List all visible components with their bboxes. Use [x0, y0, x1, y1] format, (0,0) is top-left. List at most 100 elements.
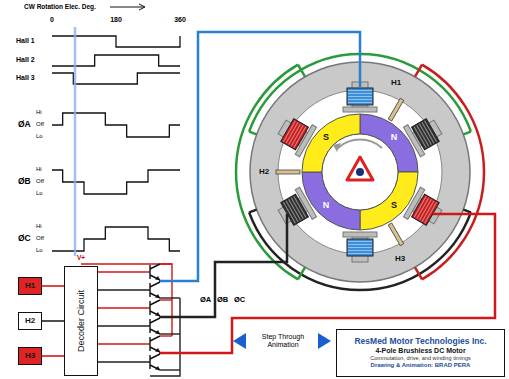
hall-sensor-label: H3 [395, 255, 405, 264]
coil-winding [348, 93, 372, 94]
degree-tick: 360 [174, 16, 186, 24]
axis-title: CW Rotation Elec. Deg. [24, 3, 96, 10]
hall-sensor [388, 98, 403, 121]
coil-winding [422, 122, 434, 143]
coil-winding [283, 121, 295, 142]
ground-tap [160, 333, 180, 334]
step-control-label: Step Through Animation [252, 333, 314, 348]
transistor-symbol [149, 283, 150, 297]
coil-winding [291, 125, 303, 146]
node-text: Drawing & Animation: BRAD PERA [371, 362, 471, 369]
coil-winding [417, 198, 429, 219]
supply-label: V+ [77, 254, 85, 261]
node-text: Commutation, drive, and winding timings [370, 355, 471, 361]
signal-name: Hall 3 [16, 74, 35, 82]
transistor-symbol [150, 282, 160, 298]
timing-waveform [52, 170, 180, 194]
stator-bore [278, 90, 442, 254]
credit-box: ResMed Motor Technologies Inc.4-Pole Bru… [336, 329, 505, 377]
coil-winding [414, 127, 426, 148]
phase-name: ØA [18, 120, 31, 129]
level-name: Hi [36, 223, 42, 230]
signal-wire [42, 285, 64, 287]
phase-coil [412, 119, 440, 150]
ground-rail [150, 298, 180, 376]
phase-wire-label: ØC [234, 296, 245, 304]
level-name: Lo [36, 190, 43, 197]
hall-sensor [276, 170, 300, 174]
winding-stub [298, 65, 305, 77]
transistor-arrow [155, 348, 160, 352]
winding-stub [298, 267, 305, 279]
level-name: Off [36, 178, 44, 185]
coil-winding [348, 247, 372, 248]
coil-winding [348, 90, 372, 91]
coil-winding [422, 201, 434, 222]
winding-stub [463, 210, 471, 213]
timing-waveform [52, 113, 180, 137]
hall-sensor-body [388, 98, 403, 121]
level-name: Hi [36, 166, 42, 173]
coil-winding [294, 196, 306, 217]
position-cursor [74, 27, 77, 256]
signal-wire [42, 355, 64, 357]
ground-tap [160, 297, 180, 298]
ground-tap [160, 369, 180, 370]
gate-drive-line [98, 289, 150, 290]
node-text: 4-Pole Brushless DC Motor [375, 347, 465, 355]
hall-sensor-body [276, 170, 300, 174]
transistor-symbol [150, 264, 160, 280]
coil-winding [348, 244, 372, 245]
hall-input-box: H2 [18, 312, 42, 330]
coil-winding [348, 250, 372, 251]
supply-tap [160, 335, 172, 336]
coil-winding [419, 199, 431, 220]
supply-tap [160, 263, 172, 264]
transistor-symbol [149, 265, 150, 279]
transistor-arrow [155, 330, 160, 334]
phase-coil [281, 119, 309, 150]
coil-winding [289, 199, 301, 220]
coil-winding [286, 122, 298, 143]
coil-winding [348, 241, 372, 242]
transistor-symbol [150, 354, 160, 370]
degree-tick: 180 [110, 16, 122, 24]
gate-drive-line [98, 343, 150, 344]
phase-coil [412, 194, 440, 225]
signal-wire [42, 320, 64, 322]
timing-waveform [52, 227, 180, 251]
winding-stub [249, 132, 257, 135]
level-name: Lo [36, 247, 43, 254]
node-title: H2 [25, 316, 35, 325]
phase-wire [160, 214, 287, 317]
transistor-arrow [155, 366, 160, 370]
transistor-arrow [155, 312, 160, 316]
node-title: ResMed Motor Technologies Inc. [354, 337, 486, 347]
hall-input-box: H1 [18, 277, 42, 295]
coil-winding [425, 121, 437, 142]
level-name: Off [36, 235, 44, 242]
shaft-key [347, 157, 373, 180]
gate-drive-line [98, 325, 150, 326]
hall-sensor-label: H2 [259, 168, 269, 177]
transistor-arrow [155, 276, 160, 280]
phase-name: ØC [18, 234, 31, 243]
step-back-arrow [233, 333, 246, 349]
degree-tick: 0 [50, 16, 54, 24]
winding-stub [463, 132, 471, 135]
coil-winding [294, 127, 306, 148]
level-name: Off [36, 121, 44, 128]
transistor-symbol [150, 318, 160, 334]
tooth-shoe [343, 107, 377, 112]
transistor-symbol [149, 319, 150, 333]
magnet-pole: S [323, 133, 329, 143]
gate-drive-line [98, 307, 150, 308]
phase-wire-label: ØA [200, 296, 211, 304]
transistor-arrow [155, 294, 160, 298]
magnet-pole: S [391, 201, 397, 211]
phase-coil [347, 88, 373, 105]
winding-stub [249, 210, 257, 213]
node-title: H3 [25, 351, 35, 360]
timing-waveform [52, 73, 180, 84]
winding-stub [415, 267, 422, 279]
